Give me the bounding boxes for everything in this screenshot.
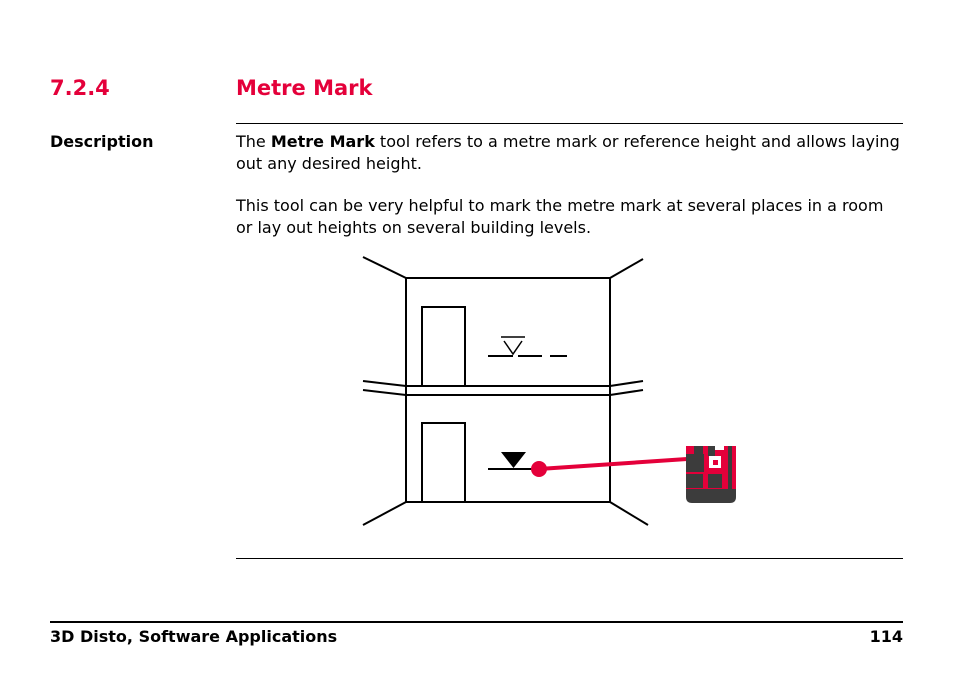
section-title: Metre Mark — [236, 76, 373, 100]
footer-document-title: 3D Disto, Software Applications — [50, 627, 338, 646]
metre-mark-filled-triangle-icon — [501, 452, 526, 468]
description-paragraph-1: The Metre Mark tool refers to a metre ma… — [236, 131, 904, 175]
laser-dot-icon — [531, 461, 547, 477]
footer-divider — [50, 621, 903, 623]
metre-mark-outline-triangle-icon — [501, 336, 525, 356]
slab-edge-left-1 — [362, 380, 407, 387]
para1-suffix: tool refers to a metre mark or reference… — [236, 132, 900, 173]
3d-disto-device-icon — [686, 446, 736, 503]
laser-beam — [538, 457, 688, 471]
wall-edge-top-left — [362, 256, 407, 279]
slab-edge-right-1 — [609, 380, 644, 387]
wall-edge-bottom-right — [609, 501, 649, 526]
para1-prefix: The — [236, 132, 271, 151]
top-divider — [236, 123, 903, 124]
slab-edge-right-2 — [609, 389, 644, 396]
building-floors-illustration — [362, 256, 736, 526]
section-number: 7.2.4 — [50, 76, 110, 100]
slab-edge-left-2 — [362, 389, 407, 396]
metre-mark-figure — [355, 252, 755, 534]
door-upper — [421, 306, 466, 387]
bottom-divider — [236, 558, 903, 559]
wall-edge-bottom-left — [362, 501, 407, 526]
building-outline — [405, 277, 611, 503]
footer-page-number: 114 — [869, 627, 903, 646]
description-paragraph-2: This tool can be very helpful to mark th… — [236, 196, 884, 237]
description-label: Description — [50, 132, 154, 151]
door-lower — [421, 422, 466, 503]
tool-name-bold: Metre Mark — [270, 132, 375, 151]
wall-edge-top-right — [609, 258, 644, 279]
